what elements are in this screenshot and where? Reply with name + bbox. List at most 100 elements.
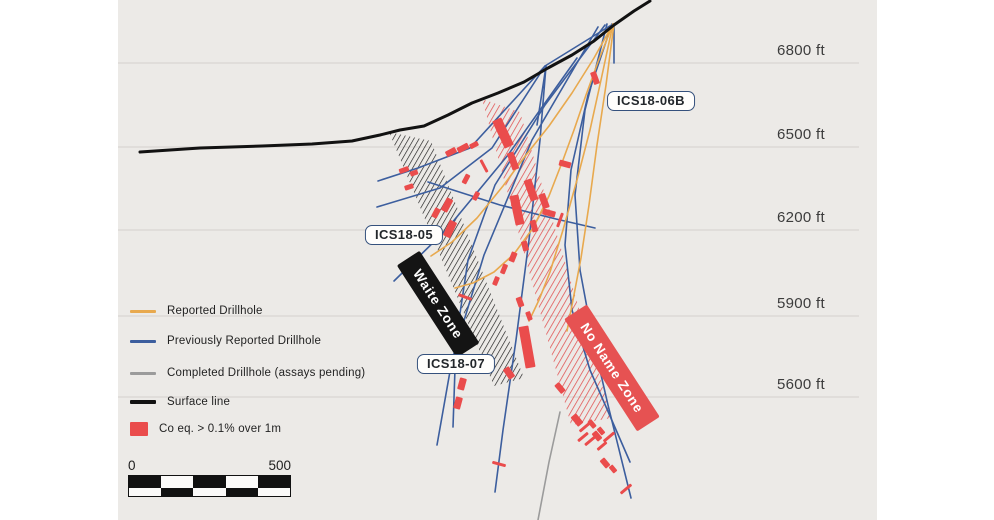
scale-bar-row [129,488,290,496]
mineral-interval [404,183,414,191]
mineral-tick [603,431,615,443]
mineral-tick [596,441,608,451]
drillhole-reported [566,23,615,332]
elevation-label: 6800 ft [777,42,825,59]
mineral-tick [556,212,564,228]
scale-bar-cell [258,488,290,496]
scale-bar-cell [129,476,162,488]
mineral-tick [479,159,489,173]
mineral-interval [506,151,520,171]
mineral-interval [525,311,533,321]
scale-bar-cell [129,488,161,496]
scale-min-label: 0 [128,458,136,473]
mineral-interval-swatch [130,422,148,436]
scale-bar-cell [226,476,258,488]
elevation-label: 5600 ft [777,376,825,393]
legend-label: Completed Drillhole (assays pending) [167,367,366,379]
mineral-interval [409,169,419,177]
drillhole-reported [528,23,614,322]
mineral-interval [503,366,515,380]
mineral-interval [500,263,508,275]
mineral-interval [558,159,572,169]
mineral-tick [620,483,632,495]
mineral-interval [443,219,457,239]
mineral-interval [440,197,454,213]
mineral-tick [458,293,472,301]
mineral-interval [456,142,470,154]
mineral-interval [523,178,539,202]
mineral-interval [472,191,480,201]
drillhole-completed [537,411,561,520]
mineral-interval [515,296,525,308]
mineral-interval [599,457,611,469]
mineral-interval [570,413,584,427]
mineral-interval [521,240,529,252]
drillhole-reported [454,23,614,289]
mineral-interval [509,194,525,226]
previously-reported-line-swatch [130,339,156,343]
elevation-label: 6500 ft [777,126,825,143]
mineral-tick [492,460,506,468]
legend-item-co-eq: Co eq. > 0.1% over 1m [130,422,281,436]
completed-line-swatch [130,371,156,375]
legend-item-reported: Reported Drillhole [130,305,263,317]
plot-background [118,0,877,520]
surface-line [138,0,652,154]
drillhole-previously-reported [536,65,547,126]
mineral-interval [398,166,410,174]
legend-item-surface: Surface line [130,396,230,408]
mineral-tick [584,436,596,446]
scale-bar-checker [128,475,291,497]
mineral-interval [508,251,518,263]
scale-bar-cell [161,476,193,488]
scale-bar-cell [257,476,291,488]
drillhole-previously-reported [427,181,596,229]
mineral-interval [554,382,566,394]
mineral-interval [518,325,536,369]
mineral-interval [445,147,457,157]
scale-bar-cell [225,488,258,496]
mineral-interval [492,117,514,149]
mineral-interval [608,464,618,474]
drillhole-previously-reported [376,65,546,208]
mineral-interval [587,419,597,429]
mineral-interval [453,396,463,410]
mineral-interval [529,219,539,233]
scale-max-label: 500 [268,458,291,473]
scale-bar-labels: 0 500 [128,458,291,475]
mineral-interval [596,426,606,436]
mineral-interval [431,207,441,219]
scale-bar-cell [193,476,226,488]
elevation-label: 5900 ft [777,295,825,312]
drillhole-reported [430,23,614,257]
mineral-interval [469,141,479,149]
reported-line-swatch [130,309,156,313]
drillhole-previously-reported [574,23,632,499]
legend-label: Surface line [167,396,231,408]
drillhole-previously-reported [436,26,599,446]
mineral-interval [590,71,600,85]
mineral-interval [591,430,603,442]
scale-bar-cell [161,488,194,496]
mineral-interval [457,377,467,391]
callout-ics18-05: ICS18-05 [364,225,444,245]
surface-line-swatch [130,400,156,404]
mineral-interval [492,276,500,286]
callout-ics18-07: ICS18-07 [416,354,496,374]
mineral-interval [538,193,550,209]
mineral-interval [461,173,471,185]
hatch-band-waite [389,132,524,386]
scale-bar: 0 500 [128,458,291,497]
scale-bar-cell [193,488,225,496]
scale-bar-row [129,476,291,488]
legend-item-previously-reported: Previously Reported Drillhole [130,335,321,347]
mineral-tick [577,432,589,442]
mineral-interval [542,208,556,218]
callout-ics18-06b: ICS18-06B [607,91,695,111]
legend-label: Reported Drillhole [167,305,263,317]
legend-label: Previously Reported Drillhole [167,335,322,347]
elevation-label: 6200 ft [777,209,825,226]
mineral-tick [579,421,591,433]
legend-label: Co eq. > 0.1% over 1m [159,423,282,435]
